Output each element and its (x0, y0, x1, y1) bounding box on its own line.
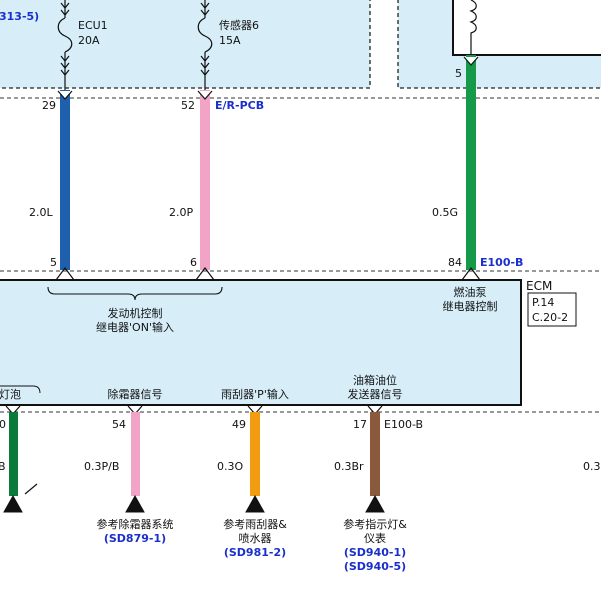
pin-54: 54 (112, 418, 126, 431)
ref-defrost-code: (SD879-1) (104, 532, 166, 545)
wire-green (466, 55, 476, 270)
fuse2-name: 传感器6 (219, 19, 259, 32)
ecm-bulb-bracket (0, 385, 41, 394)
ecm-fuel-level-label-1: 油箱油位 (353, 373, 397, 387)
ref-wiper-code: (SD981-2) (224, 546, 286, 559)
ecm-page-ref: C.20-2 (532, 311, 568, 324)
wire-blue (60, 90, 70, 270)
connector-e100b-bottom: E100-B (384, 418, 423, 431)
fuse-sensor6-icon (197, 0, 213, 90)
arrow-terminal-wiper (245, 494, 265, 513)
ecm-bulb-fragment: 灯泡 (0, 387, 21, 401)
ecm-name: ECM (526, 279, 552, 293)
connector-e100b-top: E100-B (480, 256, 523, 269)
ecm-fuel-level-label-2: 发送器信号 (348, 387, 403, 401)
fuse1-name: ECU1 (78, 19, 108, 32)
connector-chevron-29 (57, 90, 73, 100)
ref-fragment-top-left: 313-5) (0, 10, 39, 23)
pin-5-green: 5 (455, 67, 462, 80)
pin-49: 49 (232, 418, 246, 431)
ecm-box (0, 279, 522, 406)
ecm-input-bracket (47, 286, 223, 301)
ref-defrost-text: 参考除霜器系统 (97, 517, 174, 531)
pin-5-ecm: 5 (50, 256, 57, 269)
ref-indicator-code-2: (SD940-5) (344, 560, 406, 573)
wire-label-brown: 0.3Br (334, 460, 364, 473)
ecm-input-label-1: 发动机控制 (108, 306, 163, 320)
fuse1-rating: 20A (78, 34, 100, 47)
branch-line-left (24, 483, 38, 495)
pin-84: 84 (448, 256, 462, 269)
pin-17: 17 (353, 418, 367, 431)
connector-chevron-52 (197, 90, 213, 100)
fuse-ecu1-icon (57, 0, 73, 90)
arrow-terminal-left (3, 494, 23, 513)
connector-up-84 (461, 267, 481, 281)
connector-up-5 (55, 267, 75, 281)
wire-orange (250, 412, 260, 496)
ecm-wiper-label: 雨刮器'P'输入 (221, 387, 289, 401)
ref-indicator-text-2: 仪表 (364, 531, 386, 545)
ecm-fuel-pump-label-2: 继电器控制 (443, 299, 498, 313)
wire-pink-bottom (131, 412, 140, 496)
top-left-panel (0, 0, 371, 89)
wire-dark-green (9, 412, 18, 496)
fuse2-rating: 15A (219, 34, 241, 47)
ecm-page: P.14 (532, 296, 554, 309)
wire-label-blue: 2.0L (29, 206, 53, 219)
wire-brown (370, 412, 380, 496)
arrow-terminal-defrost (125, 494, 145, 513)
ecm-page-box (527, 292, 577, 327)
wire-label-green: 0.5G (432, 206, 458, 219)
pin-6-ecm: 6 (190, 256, 197, 269)
ecm-input-label-2: 继电器'ON'输入 (96, 320, 174, 334)
wire-label-pink-bottom: 0.3P/B (84, 460, 119, 473)
ref-indicator-code-1: (SD940-1) (344, 546, 406, 559)
wire-label-pink: 2.0P (169, 206, 193, 219)
ecm-defrost-label: 除霜器信号 (108, 387, 163, 401)
ref-wiper-text-1: 参考雨刮器& (223, 517, 287, 531)
pin-52: 52 (181, 99, 195, 112)
wire-label-orange: 0.3O (217, 460, 243, 473)
pin-29: 29 (42, 99, 56, 112)
arrow-terminal-indicator (365, 494, 385, 513)
wire-label-right-fragment: 0.3 (583, 460, 601, 473)
connector-chevron-5-green (463, 56, 479, 66)
connector-up-6 (195, 267, 215, 281)
ref-indicator-text-1: 参考指示灯& (343, 517, 407, 531)
relay-box (452, 0, 601, 56)
ecm-fuel-pump-label-1: 燃油泵 (454, 285, 487, 299)
relay-coil-icon (469, 0, 477, 55)
pin-left-fragment: 0 (0, 418, 6, 431)
wire-label-left-fragment: B (0, 460, 6, 473)
ref-wiper-text-2: 喷水器 (239, 532, 272, 545)
connector-er-pcb: E/R-PCB (215, 99, 264, 112)
wire-pink (200, 90, 210, 270)
